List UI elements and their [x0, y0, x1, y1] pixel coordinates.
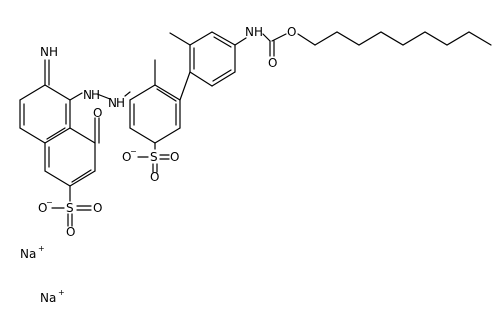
- charge-plus-2: +: [58, 288, 65, 297]
- bond: [19, 127, 46, 144]
- charge-minus-upper: −: [130, 147, 137, 156]
- atom-carbamate-o-carbonyl: O: [268, 56, 277, 70]
- atom-azo-n-2: N: [108, 96, 117, 110]
- atom-labels: NH N H N H O O − S O O O − S O O NH O O: [38, 25, 296, 239]
- bond: [44, 170, 71, 187]
- bond: [69, 92, 83, 101]
- bond-lines: [19, 31, 492, 227]
- bond: [44, 84, 71, 101]
- atom-imine-nh: NH: [40, 45, 58, 59]
- bond: [179, 71, 191, 101]
- bond: [69, 170, 96, 187]
- atom-carbamate-nh: NH: [245, 25, 263, 39]
- bond: [271, 33, 287, 42]
- atom-hydrazo-h-2: H: [116, 96, 125, 110]
- bond: [213, 36, 232, 48]
- atom-sulfonate-lower-o-minus: O: [38, 201, 47, 215]
- bond: [129, 127, 156, 144]
- bond: [262, 33, 271, 42]
- sodium-ion-1: Na: [20, 247, 36, 261]
- counterions: Na + Na +: [20, 244, 65, 305]
- bond: [189, 31, 213, 46]
- atom-ketone-o: O: [93, 106, 102, 120]
- bond: [234, 37, 247, 46]
- bond: [169, 32, 191, 46]
- atom-sulfonate-lower-o-below: O: [66, 225, 75, 239]
- sodium-ion-2: Na: [40, 291, 56, 305]
- alkyl-chain: [314, 31, 492, 46]
- bond: [156, 88, 177, 102]
- atom-azo-n-1: N: [83, 88, 92, 102]
- bond: [129, 84, 156, 101]
- atom-sulfonate-lower-s: S: [66, 201, 74, 215]
- bond: [297, 33, 316, 46]
- bond: [211, 31, 236, 46]
- atom-sulfonate-upper-s: S: [150, 150, 158, 164]
- bond: [71, 169, 92, 183]
- bond: [46, 127, 66, 140]
- bond: [154, 127, 181, 144]
- atom-carbamate-o-ester: O: [287, 25, 296, 39]
- atom-hydrazo-h-1: H: [91, 88, 100, 102]
- bond: [124, 91, 131, 97]
- atom-sulfonate-upper-o-below: O: [150, 170, 159, 184]
- bond: [96, 93, 111, 100]
- atom-sulfonate-upper-o-minus: O: [122, 150, 131, 164]
- bond: [189, 71, 213, 87]
- charge-minus-lower: −: [46, 198, 53, 207]
- bond: [19, 84, 46, 101]
- bond: [69, 127, 96, 144]
- bond: [212, 69, 232, 82]
- bond: [211, 71, 236, 87]
- bond: [154, 84, 181, 101]
- atom-sulfonate-upper-o-right: O: [170, 150, 179, 164]
- bond: [44, 127, 71, 144]
- atom-sulfonate-lower-o-right: O: [93, 201, 102, 215]
- charge-plus-1: +: [38, 244, 45, 253]
